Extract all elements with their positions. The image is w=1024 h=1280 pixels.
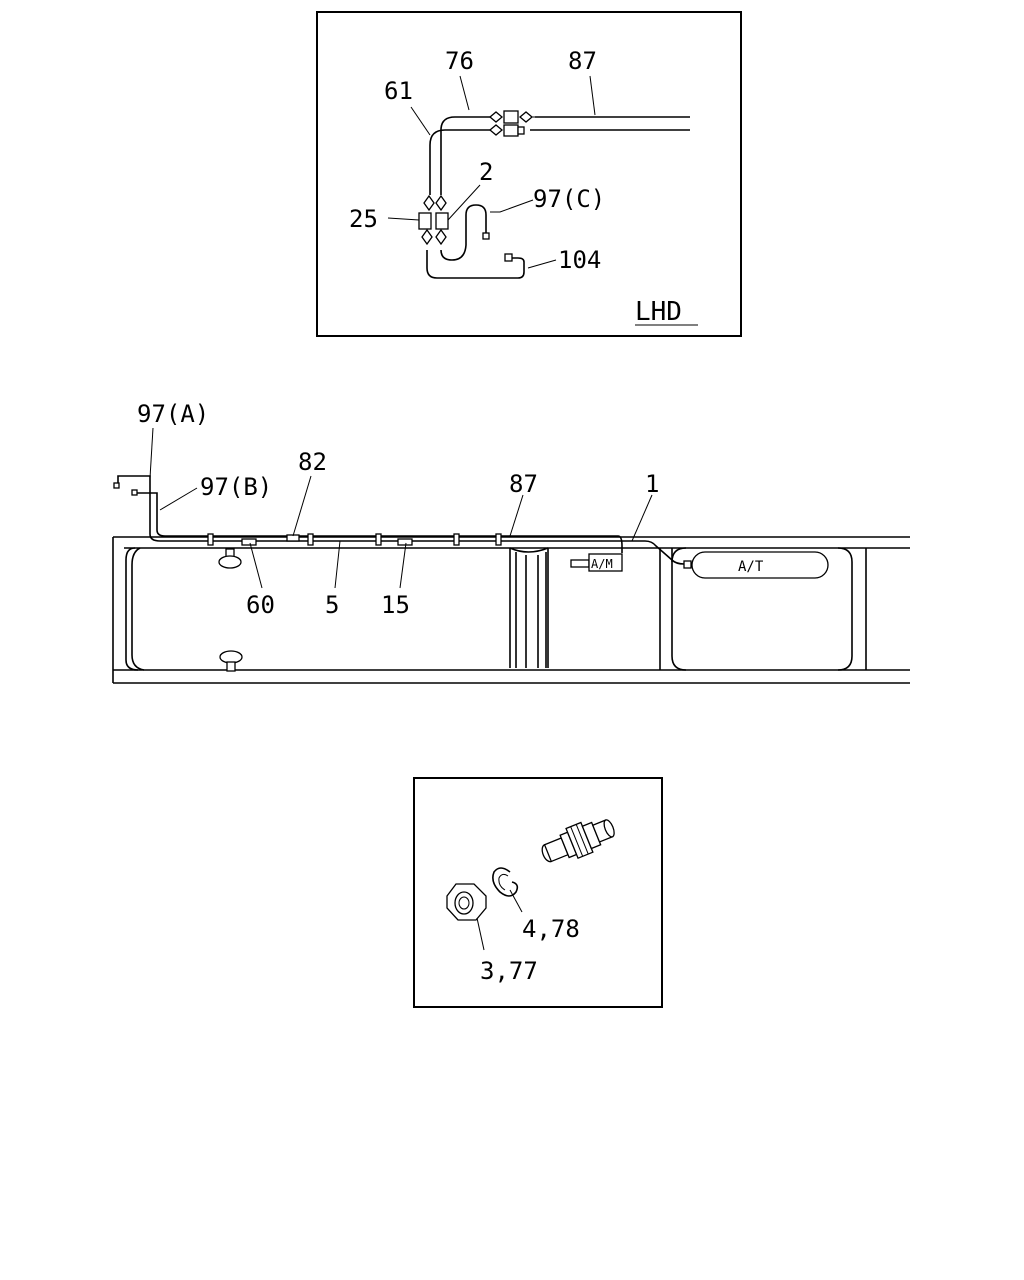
inset-hardware: 4,78 3,77 — [413, 777, 663, 1008]
leader-97c — [490, 199, 534, 213]
leader-87 — [589, 75, 596, 116]
label-61: 61 — [384, 77, 413, 105]
label-97a: 97(A) — [137, 400, 209, 428]
leader-87-main — [509, 494, 524, 537]
label-97c: 97(C) — [533, 185, 605, 213]
plug-97a — [113, 482, 120, 489]
label-1: 1 — [645, 470, 659, 498]
hose-97c — [440, 204, 487, 261]
crossmember-middle — [509, 547, 549, 668]
hose-104 — [426, 250, 525, 279]
leader-76 — [459, 75, 470, 111]
label-5: 5 — [325, 591, 339, 619]
connector-fitting — [541, 819, 615, 863]
leader-377 — [476, 917, 485, 951]
inset-lhd: 76 87 61 2 97(C) 25 104 LHD — [316, 11, 742, 337]
label-87-main: 87 — [509, 470, 538, 498]
component-am: A/M — [570, 553, 623, 572]
crossmember-left-inner — [131, 547, 145, 671]
label-97b: 97(B) — [200, 473, 272, 501]
fitting-upper — [488, 110, 538, 124]
fitting-25 — [418, 194, 435, 246]
inset-lhd-frame — [316, 11, 742, 337]
caption-lhd: LHD — [635, 297, 682, 327]
label-377: 3,77 — [480, 957, 538, 985]
mount-upper — [218, 548, 242, 569]
label-104: 104 — [558, 246, 601, 274]
component-am-label: A/M — [591, 557, 613, 571]
inset-hardware-frame — [413, 777, 663, 1008]
crossmember-left-outer — [125, 547, 139, 671]
joint-15 — [397, 538, 413, 546]
hose-61 — [429, 129, 495, 195]
label-25: 25 — [349, 205, 378, 233]
harness-97a — [117, 475, 500, 542]
label-15: 15 — [381, 591, 410, 619]
leader-15 — [399, 542, 407, 589]
crossmember-right-c — [671, 547, 687, 563]
mount-lower — [219, 650, 243, 672]
leader-25 — [387, 217, 420, 221]
leader-97b — [159, 487, 198, 511]
label-60: 60 — [246, 591, 275, 619]
harness-97b — [135, 492, 500, 537]
harness-to-am — [617, 535, 623, 553]
leader-478 — [509, 889, 523, 913]
joint-60 — [241, 538, 257, 546]
plug-104 — [504, 253, 513, 262]
leader-1 — [631, 494, 653, 542]
fitting-2 — [435, 194, 449, 246]
plug-97c — [482, 232, 490, 240]
label-82: 82 — [298, 448, 327, 476]
leader-104 — [527, 259, 557, 269]
harness-clamps — [207, 533, 502, 546]
label-478: 4,78 — [522, 915, 580, 943]
leader-97a — [149, 427, 154, 479]
leader-82 — [292, 475, 312, 537]
leader-60 — [249, 542, 263, 589]
hose-76 — [440, 116, 495, 195]
chassis-view: A/M A/T 97(A) 97(B) 82 87 1 60 5 15 — [112, 400, 910, 684]
fitting-lower — [488, 124, 525, 137]
label-76: 76 — [445, 47, 474, 75]
crossmember-right-b — [671, 548, 687, 671]
leader-5 — [334, 540, 341, 589]
harness-to-at — [622, 540, 685, 565]
component-at-label: A/T — [738, 559, 764, 575]
label-87-inset: 87 — [568, 47, 597, 75]
leader-2 — [447, 184, 481, 221]
crossmember-right-d — [837, 547, 853, 671]
plug-97b — [131, 489, 138, 496]
nut — [446, 883, 487, 921]
component-at: A/T — [683, 551, 829, 579]
leader-61 — [410, 106, 431, 136]
label-2: 2 — [479, 158, 493, 186]
clip-washer — [492, 867, 519, 897]
